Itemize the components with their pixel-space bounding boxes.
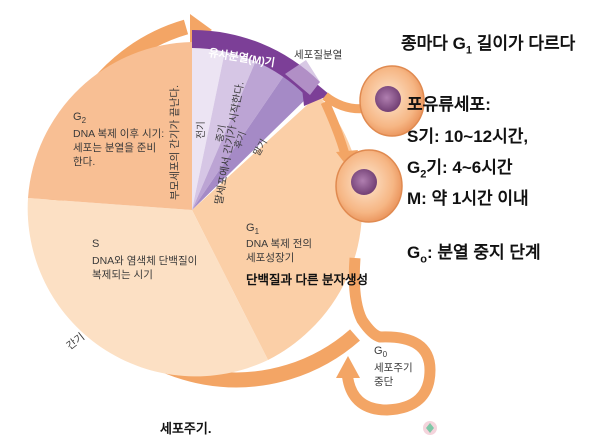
g0-phase-note: Go: 분열 중지 단계	[407, 243, 541, 266]
mitosis-subphase-label: 중기	[215, 124, 229, 143]
g2-desc-line2: 세포는 분열을 준비	[73, 142, 156, 154]
protein-synthesis-label: 단백질과 다른 분자생성	[246, 272, 368, 287]
s-phase-duration: S기: 10~12시간,	[407, 127, 529, 146]
mitosis-subphase-metaphase	[192, 46, 257, 210]
mitosis-subphase-anaphase	[192, 58, 285, 210]
mitosis-subphase-label: 전기	[196, 121, 207, 138]
mitosis-subphase-prophase	[192, 42, 226, 210]
mitosis-subphase-telophase	[192, 74, 310, 210]
g2-desc-line1: DNA 복제 이후 시기:	[73, 128, 164, 140]
mammal-heading: 포유류세포:	[407, 95, 491, 114]
nucleus-icon	[351, 169, 377, 195]
s-desc-line1: DNA와 염색체 단백질이	[92, 255, 197, 267]
g1-label: G1	[246, 222, 260, 236]
figure-caption: 세포주기.	[160, 421, 211, 436]
nucleus-icon	[375, 86, 401, 112]
g2-label: G2	[73, 111, 87, 125]
publisher-logo-icon	[423, 421, 437, 435]
daughter-cell-bottom	[335, 149, 403, 223]
s-sector	[27, 198, 268, 377]
g0-loop-arrowhead	[336, 356, 360, 378]
species-g1-note: 종마다 G1 길이가 다르다	[401, 34, 576, 57]
g0-desc-line1: 세포주기	[374, 362, 413, 374]
daughter-cell-top	[359, 65, 425, 137]
s-desc-line2: 복제되는 시기	[92, 269, 153, 281]
s-label: S	[92, 238, 99, 250]
interphase-label: 간기	[64, 331, 87, 352]
g1-sector	[192, 95, 363, 360]
g1-desc-line2: 세포성장기	[246, 252, 294, 264]
g2-desc-line3: 한다.	[73, 156, 95, 168]
g0-label: G0	[374, 345, 388, 359]
cytokinesis-sector	[285, 60, 320, 95]
g0-desc-line2: 중단	[374, 376, 394, 388]
g2-phase-duration: G2기: 4~6시간	[407, 158, 513, 181]
g2-end-label: 부모세포의 간기가 끝난다.	[169, 85, 181, 200]
cytokinesis-label: 세포질분열	[294, 49, 342, 61]
g1-desc-line1: DNA 복제 전의	[246, 238, 312, 250]
m-phase-duration: M: 약 1시간 이내	[407, 189, 529, 208]
g2-sector	[28, 42, 192, 210]
mitosis-band	[192, 29, 320, 96]
g0-loop-arrow	[341, 257, 436, 416]
